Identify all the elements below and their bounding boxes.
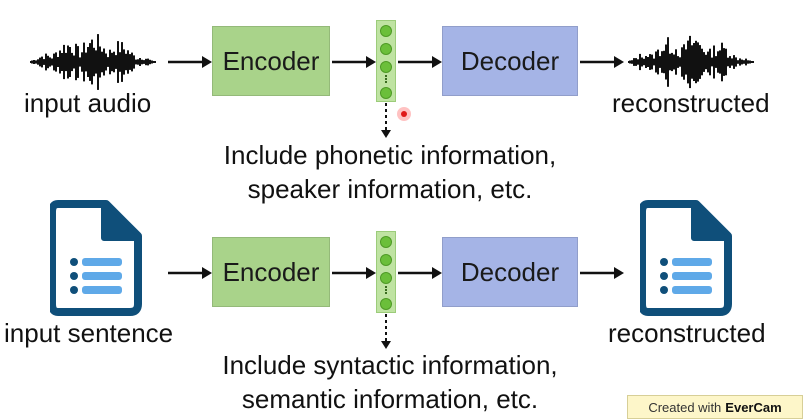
- ellipsis-icon: [385, 286, 389, 294]
- latent-node: [380, 272, 392, 284]
- watermark-badge: Created with EverCam: [627, 395, 803, 419]
- encoder-box-text: Encoder: [212, 237, 330, 307]
- output-waveform-icon: [628, 35, 754, 89]
- watermark-brand: EverCam: [725, 399, 782, 415]
- encoder-box-audio: Encoder: [212, 26, 330, 96]
- ellipsis-icon: [385, 75, 389, 83]
- arrow-icon: [168, 267, 212, 279]
- arrow-icon: [398, 56, 442, 68]
- input-waveform-icon: [30, 34, 156, 90]
- latent-node: [380, 87, 392, 99]
- arrow-icon: [332, 267, 376, 279]
- arrow-icon: [332, 56, 376, 68]
- reconstructed-text-label: reconstructed: [608, 318, 766, 348]
- latent-node: [380, 254, 392, 266]
- caption-text-line1: Include syntactic information,: [222, 350, 558, 380]
- decoder-box-audio: Decoder: [442, 26, 578, 96]
- latent-node: [380, 25, 392, 37]
- arrow-icon: [398, 267, 442, 279]
- cursor-indicator: [397, 107, 411, 121]
- arrow-icon: [580, 267, 624, 279]
- latent-node: [380, 61, 392, 73]
- decoder-box-text: Decoder: [442, 237, 578, 307]
- latent-node: [380, 298, 392, 310]
- arrow-icon: [580, 56, 624, 68]
- latent-node: [380, 236, 392, 248]
- reconstructed-audio-label: reconstructed: [612, 88, 770, 118]
- watermark-prefix: Created with: [648, 399, 722, 415]
- latent-node: [380, 43, 392, 55]
- output-document-icon: [640, 200, 732, 316]
- latent-vector-audio: [376, 20, 396, 102]
- arrow-icon: [168, 56, 212, 68]
- caption-text-line2: semantic information, etc.: [241, 384, 539, 414]
- caption-audio-line2: speaker information, etc.: [247, 174, 533, 204]
- input-audio-label: input audio: [24, 88, 152, 118]
- input-sentence-label: input sentence: [4, 318, 174, 348]
- caption-audio-line1: Include phonetic information,: [223, 140, 557, 170]
- dotted-arrow-down-icon: [381, 103, 391, 138]
- latent-vector-text: [376, 231, 396, 313]
- input-document-icon: [50, 200, 142, 316]
- dotted-arrow-down-icon: [381, 314, 391, 349]
